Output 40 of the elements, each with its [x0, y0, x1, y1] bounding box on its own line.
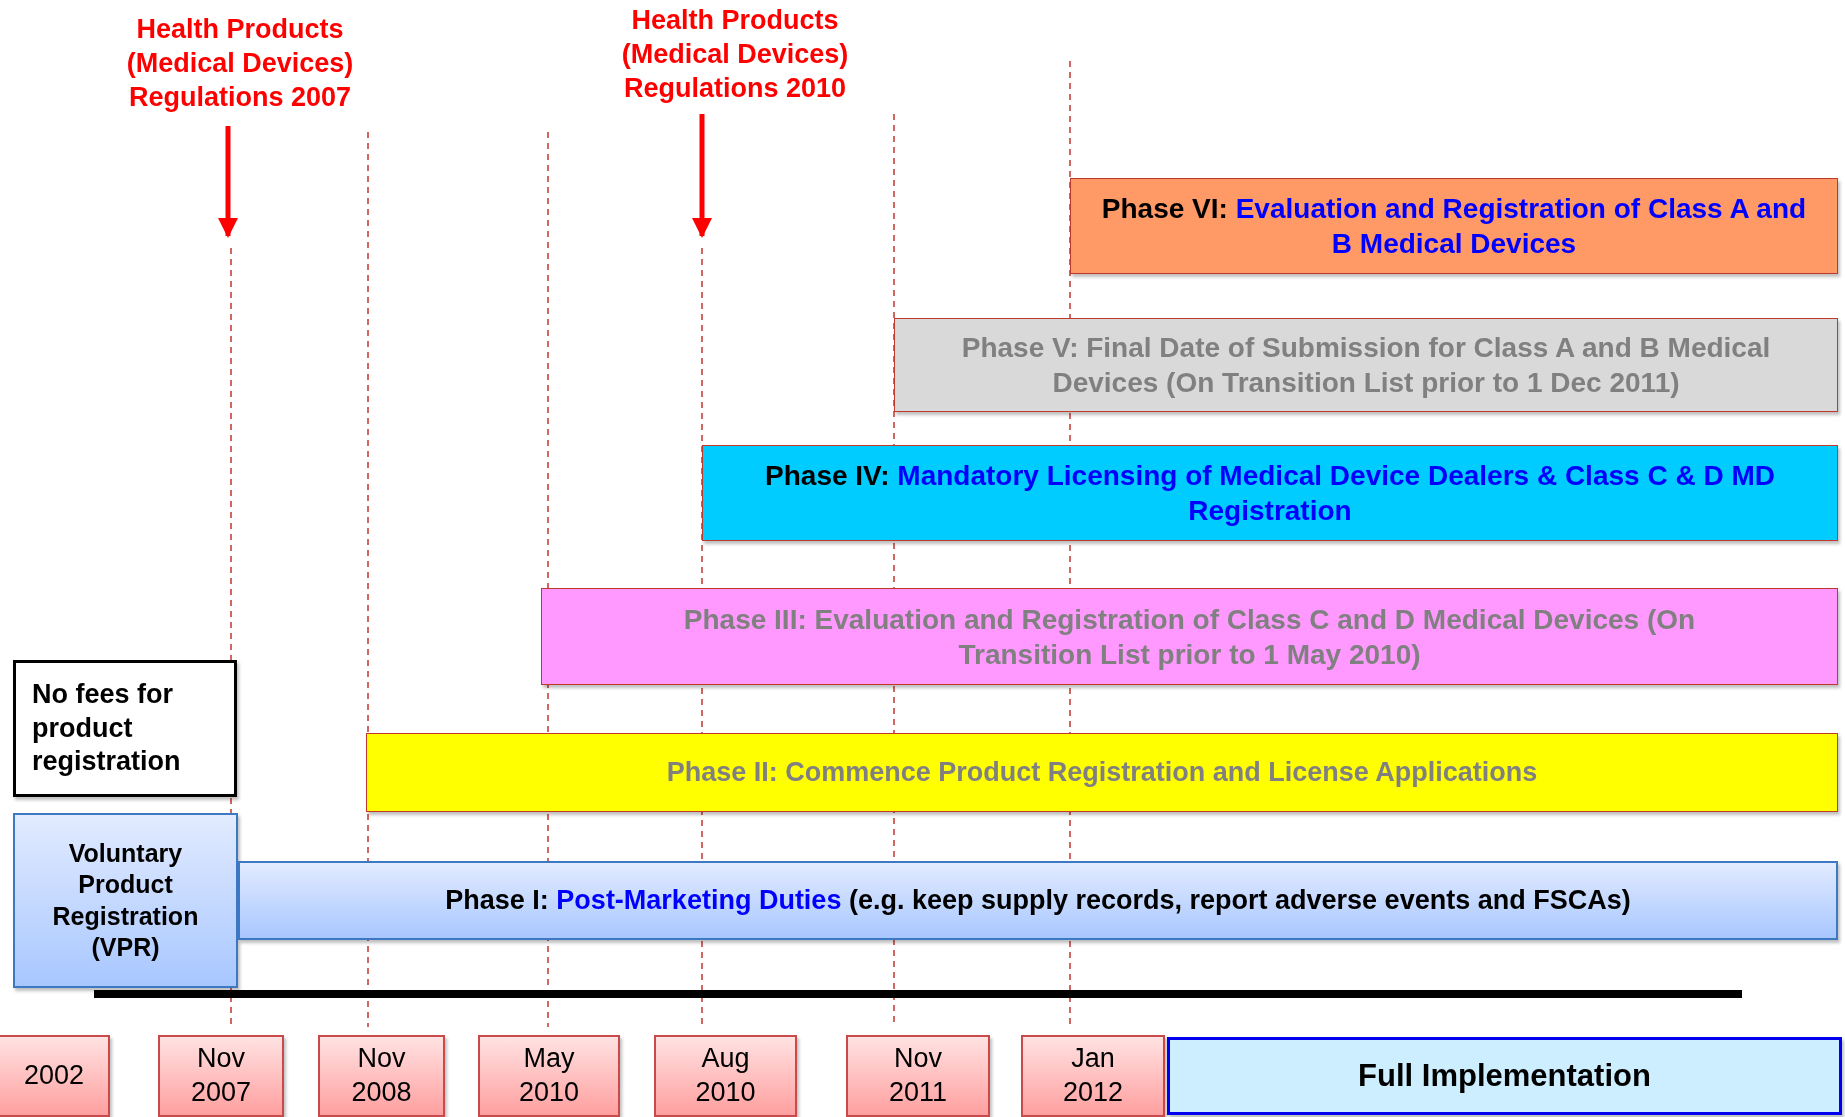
date-box — [1021, 1035, 1165, 1117]
phase-bar — [238, 861, 1838, 940]
phase-text: Mandatory Licensing of Medical Device Dealers & Class C & D MD Registration — [897, 460, 1775, 526]
arrow — [692, 114, 712, 238]
date-text: Aug 2010 — [695, 1043, 756, 1107]
phase-text: Phase II: Commence Product Registration and License Applications — [666, 756, 1538, 787]
milestone-box — [1167, 1037, 1842, 1115]
phase-bar — [894, 318, 1838, 412]
phase-text: Phase IV: — [765, 460, 890, 491]
regulation-label: Health Products (Medical Devices) Regulations 2010 — [621, 5, 849, 103]
phase-bar — [702, 445, 1838, 541]
note-box — [13, 660, 237, 797]
date-text: Jan 2012 — [1062, 1043, 1124, 1107]
date-text: Nov 2008 — [351, 1043, 412, 1107]
date-text: 2002 — [23, 1060, 85, 1091]
phase-bar — [1070, 178, 1838, 274]
arrow — [218, 126, 238, 238]
date-box — [846, 1035, 990, 1117]
phase-text: Phase V: Final Date of Submission for Class A and B Medical Devices (On Transition List prior to 1 Dec 2011) — [961, 332, 1771, 398]
date-box — [654, 1035, 797, 1117]
vpr-box — [13, 813, 238, 988]
date-text: Nov 2011 — [888, 1043, 948, 1107]
regulation-label: Health Products (Medical Devices) Regulations 2007 — [126, 14, 354, 112]
phase-text: Evaluation and Registration of Class A and B Medical Devices — [1235, 193, 1807, 259]
vpr-text: Voluntary Product Registration (VPR) — [52, 839, 199, 961]
milestone-text: Full Implementation — [1358, 1057, 1651, 1093]
date-text: Nov 2007 — [190, 1043, 252, 1107]
phase-bar — [366, 733, 1838, 812]
note-text: No fees for product registration — [32, 678, 181, 777]
date-box — [158, 1035, 284, 1117]
date-box — [0, 1035, 110, 1117]
phase-text: Phase VI: — [1101, 193, 1228, 224]
phase-text: Phase I: — [445, 884, 549, 915]
phase-text: Phase III: Evaluation and Registration of Class C and D Medical Devices (On Transition List prior to 1 May 2010) — [683, 603, 1696, 670]
phase-text: (e.g. keep supply records, report adverse events and FSCAs) — [848, 884, 1631, 915]
phase-text: Post-Marketing Duties — [556, 884, 842, 915]
date-text: May 2010 — [518, 1043, 580, 1107]
phase-bar — [541, 588, 1838, 685]
date-box — [318, 1035, 445, 1117]
date-box — [478, 1035, 620, 1117]
